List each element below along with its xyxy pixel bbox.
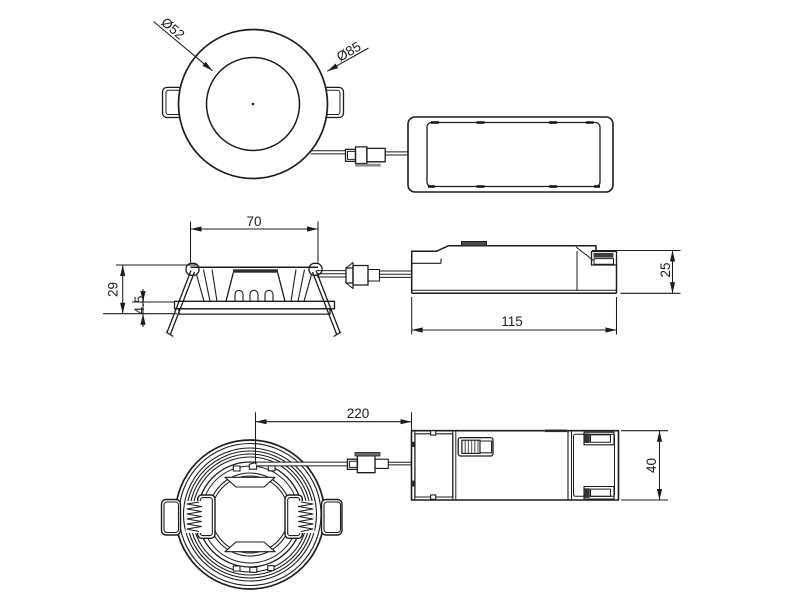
wire <box>317 270 346 278</box>
clip-mount-right <box>308 262 323 276</box>
dim-width-70: 70 <box>189 214 319 263</box>
selector-switch <box>457 436 494 457</box>
connector-latch <box>354 451 381 457</box>
snap-bracket-top <box>583 431 615 446</box>
heatsink-fins <box>195 269 313 302</box>
cable-connector-top <box>310 146 408 167</box>
cutout-bottom <box>224 541 276 553</box>
wire <box>310 150 346 155</box>
wire <box>379 270 412 278</box>
dim-overall-220: 220 <box>254 406 413 465</box>
dia52-label: Ø52 <box>158 15 187 43</box>
flange-label: 4.5 <box>132 296 147 315</box>
dia85-label: Ø85 <box>334 39 364 65</box>
cable-connector-front <box>345 261 412 290</box>
driver-label-area <box>426 121 601 188</box>
coil-spring-right <box>298 501 314 532</box>
dim-length-115: 115 <box>411 297 618 335</box>
cutout-top <box>224 476 276 488</box>
overall-length-label: 220 <box>347 406 370 421</box>
dim-diameter-inner: Ø52 <box>153 15 213 72</box>
wire-entry-compartment <box>414 433 454 498</box>
connector-shadow <box>355 163 381 167</box>
housing-ticks <box>428 121 600 188</box>
downlight-front-view <box>165 262 346 338</box>
driver-bottom-view <box>410 429 620 501</box>
strain-relief-tab <box>590 250 618 266</box>
snap-bracket-bottom <box>583 485 615 500</box>
driver-profile <box>410 245 597 294</box>
height-label: 29 <box>106 282 121 297</box>
dim-flange-4-5: 4.5 <box>132 289 175 327</box>
spring-clip-left <box>161 86 180 119</box>
wire <box>388 461 412 466</box>
lens-circle <box>205 56 301 152</box>
downlight-top-view <box>161 28 345 180</box>
wire <box>385 151 408 156</box>
cable-connector-bottom <box>346 451 412 474</box>
driver-length-label: 115 <box>501 314 523 329</box>
dim-width-40: 40 <box>621 430 668 501</box>
width-label: 70 <box>246 214 261 229</box>
driver-housing <box>410 429 620 501</box>
dim-height-25: 25 <box>592 249 681 294</box>
coil-spring-left <box>186 501 202 532</box>
dim-diameter-outer: Ø85 <box>327 39 369 72</box>
clip-mount-left <box>185 262 200 276</box>
driver-width-label: 40 <box>644 458 659 473</box>
switch-slider <box>461 439 481 454</box>
terminal-blocks <box>232 465 276 573</box>
retaining-springs <box>165 270 342 338</box>
driver-top-view <box>407 116 614 193</box>
outer-rim-circle <box>177 28 329 180</box>
mounting-clip <box>461 241 487 247</box>
spring-clip-right <box>326 86 345 119</box>
driver-height-label: 25 <box>658 262 673 277</box>
center-mark <box>251 102 255 106</box>
led-module-edge <box>233 269 278 273</box>
wire <box>256 461 348 467</box>
dim-height-29: 29 <box>103 264 197 315</box>
trim-flange <box>173 300 336 310</box>
downlight-bottom-view <box>160 439 348 590</box>
driver-front-view <box>410 241 618 295</box>
vent-slots <box>234 289 274 302</box>
driver-housing <box>407 116 614 193</box>
